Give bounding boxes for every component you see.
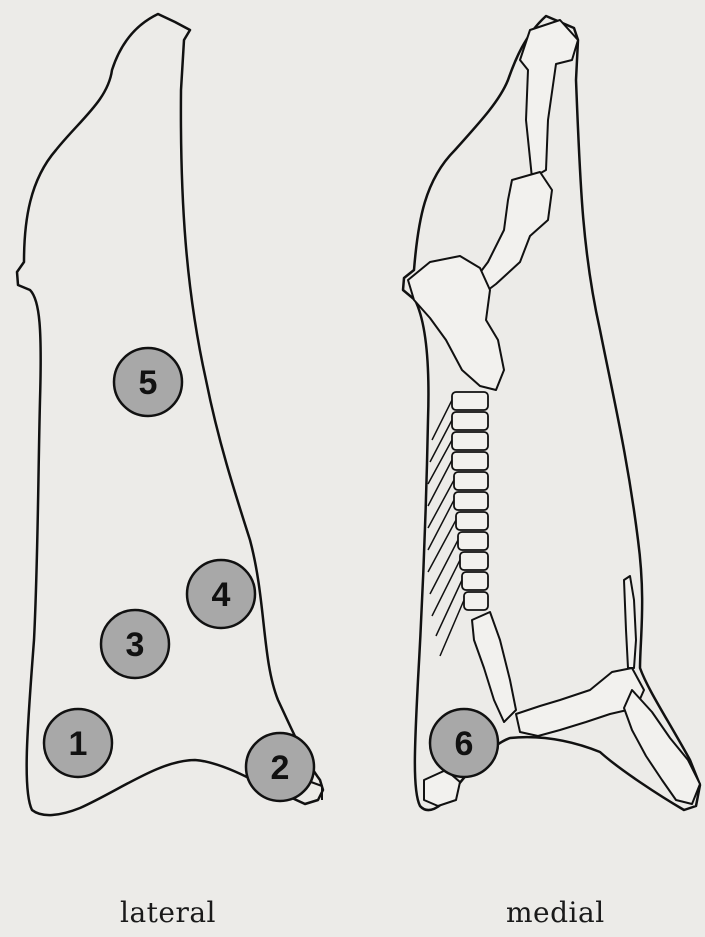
vertebra — [464, 592, 488, 610]
sternum — [624, 576, 636, 668]
lateral-caption: lateral — [120, 896, 216, 929]
medial-caption: medial — [506, 896, 605, 929]
marker-3: 3 — [101, 610, 169, 678]
foreleg-bone-lower — [624, 690, 700, 804]
medial-spine — [452, 392, 488, 610]
hind-limb-bone-upper — [520, 20, 578, 178]
vertebra — [460, 552, 488, 570]
marker-5-label: 5 — [139, 364, 158, 402]
vertebra — [454, 472, 488, 490]
marker-5: 5 — [114, 348, 182, 416]
marker-4: 4 — [187, 560, 255, 628]
vertebra — [452, 452, 488, 470]
vertebra — [458, 532, 488, 550]
marker-3-label: 3 — [126, 626, 145, 664]
medial-carcass-outline — [403, 16, 700, 810]
marker-6-label: 6 — [455, 725, 474, 763]
marker-1-label: 1 — [69, 725, 88, 763]
vertebra — [454, 492, 488, 510]
marker-6: 6 — [430, 709, 498, 777]
vertebra — [462, 572, 488, 590]
marker-1: 1 — [44, 709, 112, 777]
vertebra — [452, 392, 488, 410]
marker-2-label: 2 — [271, 749, 290, 787]
lateral-carcass-outline — [17, 14, 323, 815]
foreleg-bone-upper — [516, 668, 644, 736]
pelvic-shank — [472, 612, 516, 722]
vertebra — [452, 412, 488, 430]
vertebra — [452, 432, 488, 450]
marker-2: 2 — [246, 733, 314, 801]
marker-4-label: 4 — [212, 576, 231, 614]
medial-skeleton — [408, 20, 578, 390]
vertebra — [456, 512, 488, 530]
